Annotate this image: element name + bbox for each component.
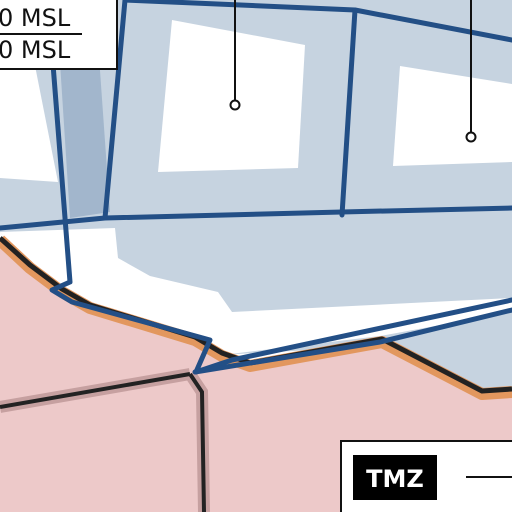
- airspace-inner-white-north-2: [393, 66, 512, 166]
- altitude-label-lower: 0 MSL: [0, 36, 71, 64]
- legend-panel: TMZ: [340, 440, 512, 512]
- marker-pin-west[interactable]: [229, 0, 241, 111]
- altitude-label: 0 MSL 0 MSL: [0, 0, 118, 70]
- airspace-boundary-lower[interactable]: [45, 0, 512, 375]
- tmz-badge-label: TMZ: [366, 465, 424, 493]
- airspace-boundary-west-edge[interactable]: [102, 0, 128, 221]
- airspace-boundary-divider[interactable]: [339, 7, 358, 218]
- altitude-label-upper: 0 MSL: [0, 4, 71, 32]
- airspace-boundary-lower-return[interactable]: [192, 307, 512, 375]
- marker-pin-east[interactable]: [465, 0, 477, 143]
- airspace-inner-white-south: [0, 228, 512, 355]
- airspace-inner-white-north-1: [158, 20, 305, 172]
- road-south: [188, 372, 206, 512]
- airspace-boundary-middle[interactable]: [0, 205, 512, 231]
- road-west: [0, 372, 191, 409]
- airspace-boundaries: [0, 0, 512, 375]
- tmz-badge: [353, 455, 437, 500]
